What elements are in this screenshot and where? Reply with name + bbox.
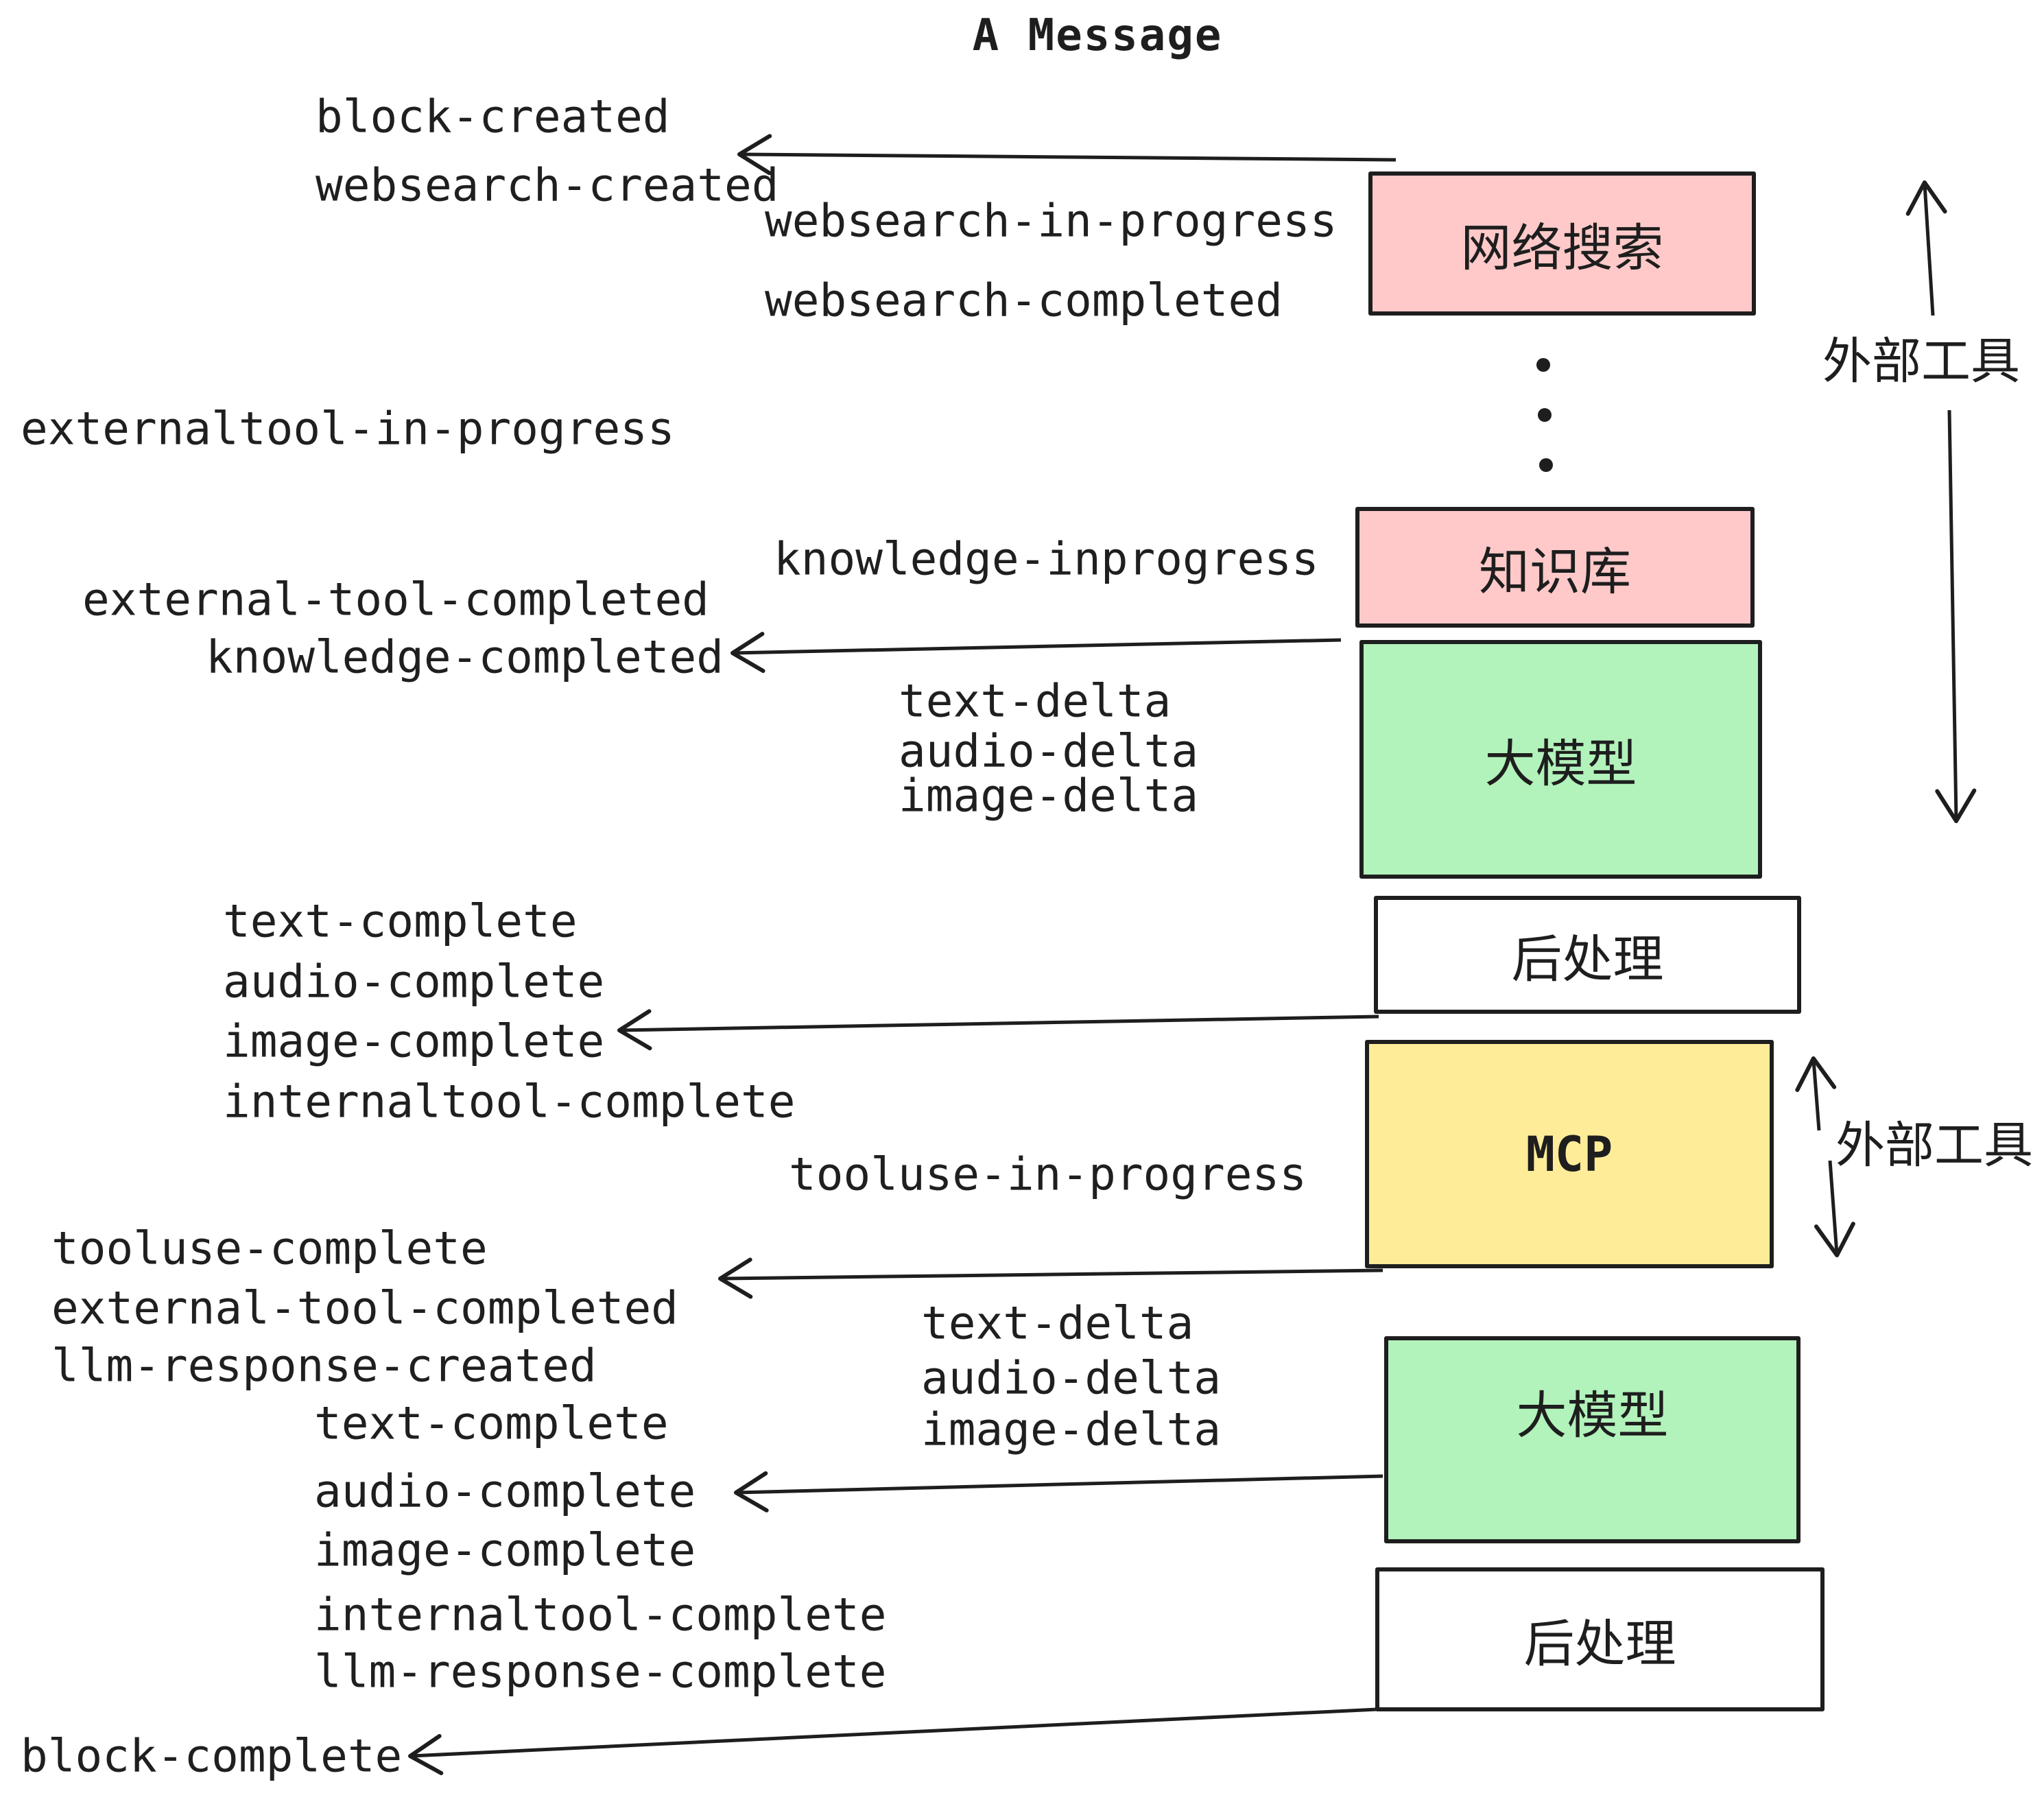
event-label-external-tool-completed: external-tool-completed: [82, 573, 709, 626]
event-label-externaltool-in-progress: externaltool-in-progress: [21, 402, 675, 455]
arrow-external-tools-1-up: [1905, 180, 1947, 316]
event-label-websearch-created: websearch-created: [316, 158, 779, 212]
arrow-external-tools-2-down: [1814, 1160, 1855, 1257]
box-llm-1: 大模型: [1359, 640, 1762, 879]
box-web-search: 网络搜索: [1368, 171, 1756, 316]
box-knowledge-base: 知识库: [1355, 507, 1755, 628]
box-web-search-label: 网络搜索: [1460, 218, 1664, 278]
arrow-block-created: [737, 134, 1397, 176]
event-label-external-tool-completed-2: external-tool-completed: [51, 1281, 678, 1335]
event-label-audio-complete-2: audio-complete: [314, 1464, 696, 1518]
event-label-block-complete: block-complete: [21, 1729, 403, 1783]
ellipsis-dot-2: [1538, 408, 1552, 422]
box-llm-1-label: 大模型: [1484, 734, 1637, 794]
event-label-llm-response-complete: llm-response-complete: [314, 1645, 887, 1698]
event-label-text-delta-2: text-delta: [921, 1296, 1194, 1350]
event-label-knowledge-completed: knowledge-completed: [206, 630, 724, 684]
arrow-audio-complete-2: [734, 1471, 1383, 1512]
arrow-block-complete: [408, 1707, 1378, 1775]
arrow-tooluse-complete: [718, 1257, 1383, 1299]
box-llm-2: 大模型: [1384, 1336, 1801, 1543]
box-llm-2-label: 大模型: [1516, 1386, 1669, 1445]
event-label-image-delta-2: image-delta: [921, 1403, 1222, 1456]
event-label-internaltool-complete-2: internaltool-complete: [314, 1588, 887, 1641]
arrow-image-complete: [617, 1009, 1379, 1051]
event-label-image-complete-2: image-complete: [314, 1523, 696, 1577]
event-label-websearch-in-progress: websearch-in-progress: [765, 194, 1338, 248]
event-label-image-delta: image-delta: [899, 769, 1199, 822]
event-label-llm-response-created: llm-response-created: [51, 1339, 597, 1392]
box-post-process-2-label: 后处理: [1523, 1614, 1676, 1674]
event-label-image-complete: image-complete: [223, 1014, 605, 1068]
event-label-text-complete-2: text-complete: [314, 1397, 669, 1450]
arrow-knowledge-completed: [730, 632, 1342, 674]
diagram-title: A Message: [972, 10, 1223, 61]
event-label-websearch-completed: websearch-completed: [765, 274, 1283, 327]
side-label-external-tools-2: 外部工具: [1835, 1116, 2034, 1174]
arrow-external-tools-1-down: [1935, 410, 1977, 823]
box-post-process-1: 后处理: [1374, 896, 1801, 1014]
event-label-audio-complete: audio-complete: [223, 955, 605, 1008]
box-post-process-2: 后处理: [1375, 1567, 1825, 1711]
event-label-tooluse-in-progress: tooluse-in-progress: [789, 1148, 1307, 1201]
event-label-audio-delta: audio-delta: [899, 724, 1199, 778]
event-label-knowledge-inprogress: knowledge-inprogress: [774, 532, 1319, 586]
event-label-text-delta: text-delta: [899, 674, 1172, 728]
ellipsis-dot-3: [1539, 458, 1553, 472]
event-label-internaltool-complete: internaltool-complete: [223, 1075, 796, 1128]
box-post-process-1-label: 后处理: [1511, 929, 1664, 989]
event-label-audio-delta-2: audio-delta: [921, 1351, 1222, 1405]
event-label-block-created: block-created: [316, 90, 670, 143]
event-label-text-complete: text-complete: [223, 894, 578, 948]
ellipsis-dot-1: [1536, 358, 1550, 372]
event-label-tooluse-complete: tooluse-complete: [51, 1222, 488, 1275]
arrow-external-tools-2-up: [1795, 1056, 1837, 1131]
box-mcp-label: MCP: [1525, 1126, 1613, 1183]
box-knowledge-base-label: 知识库: [1479, 542, 1631, 602]
side-label-external-tools-1: 外部工具: [1822, 332, 2021, 390]
box-mcp: MCP: [1365, 1040, 1774, 1268]
